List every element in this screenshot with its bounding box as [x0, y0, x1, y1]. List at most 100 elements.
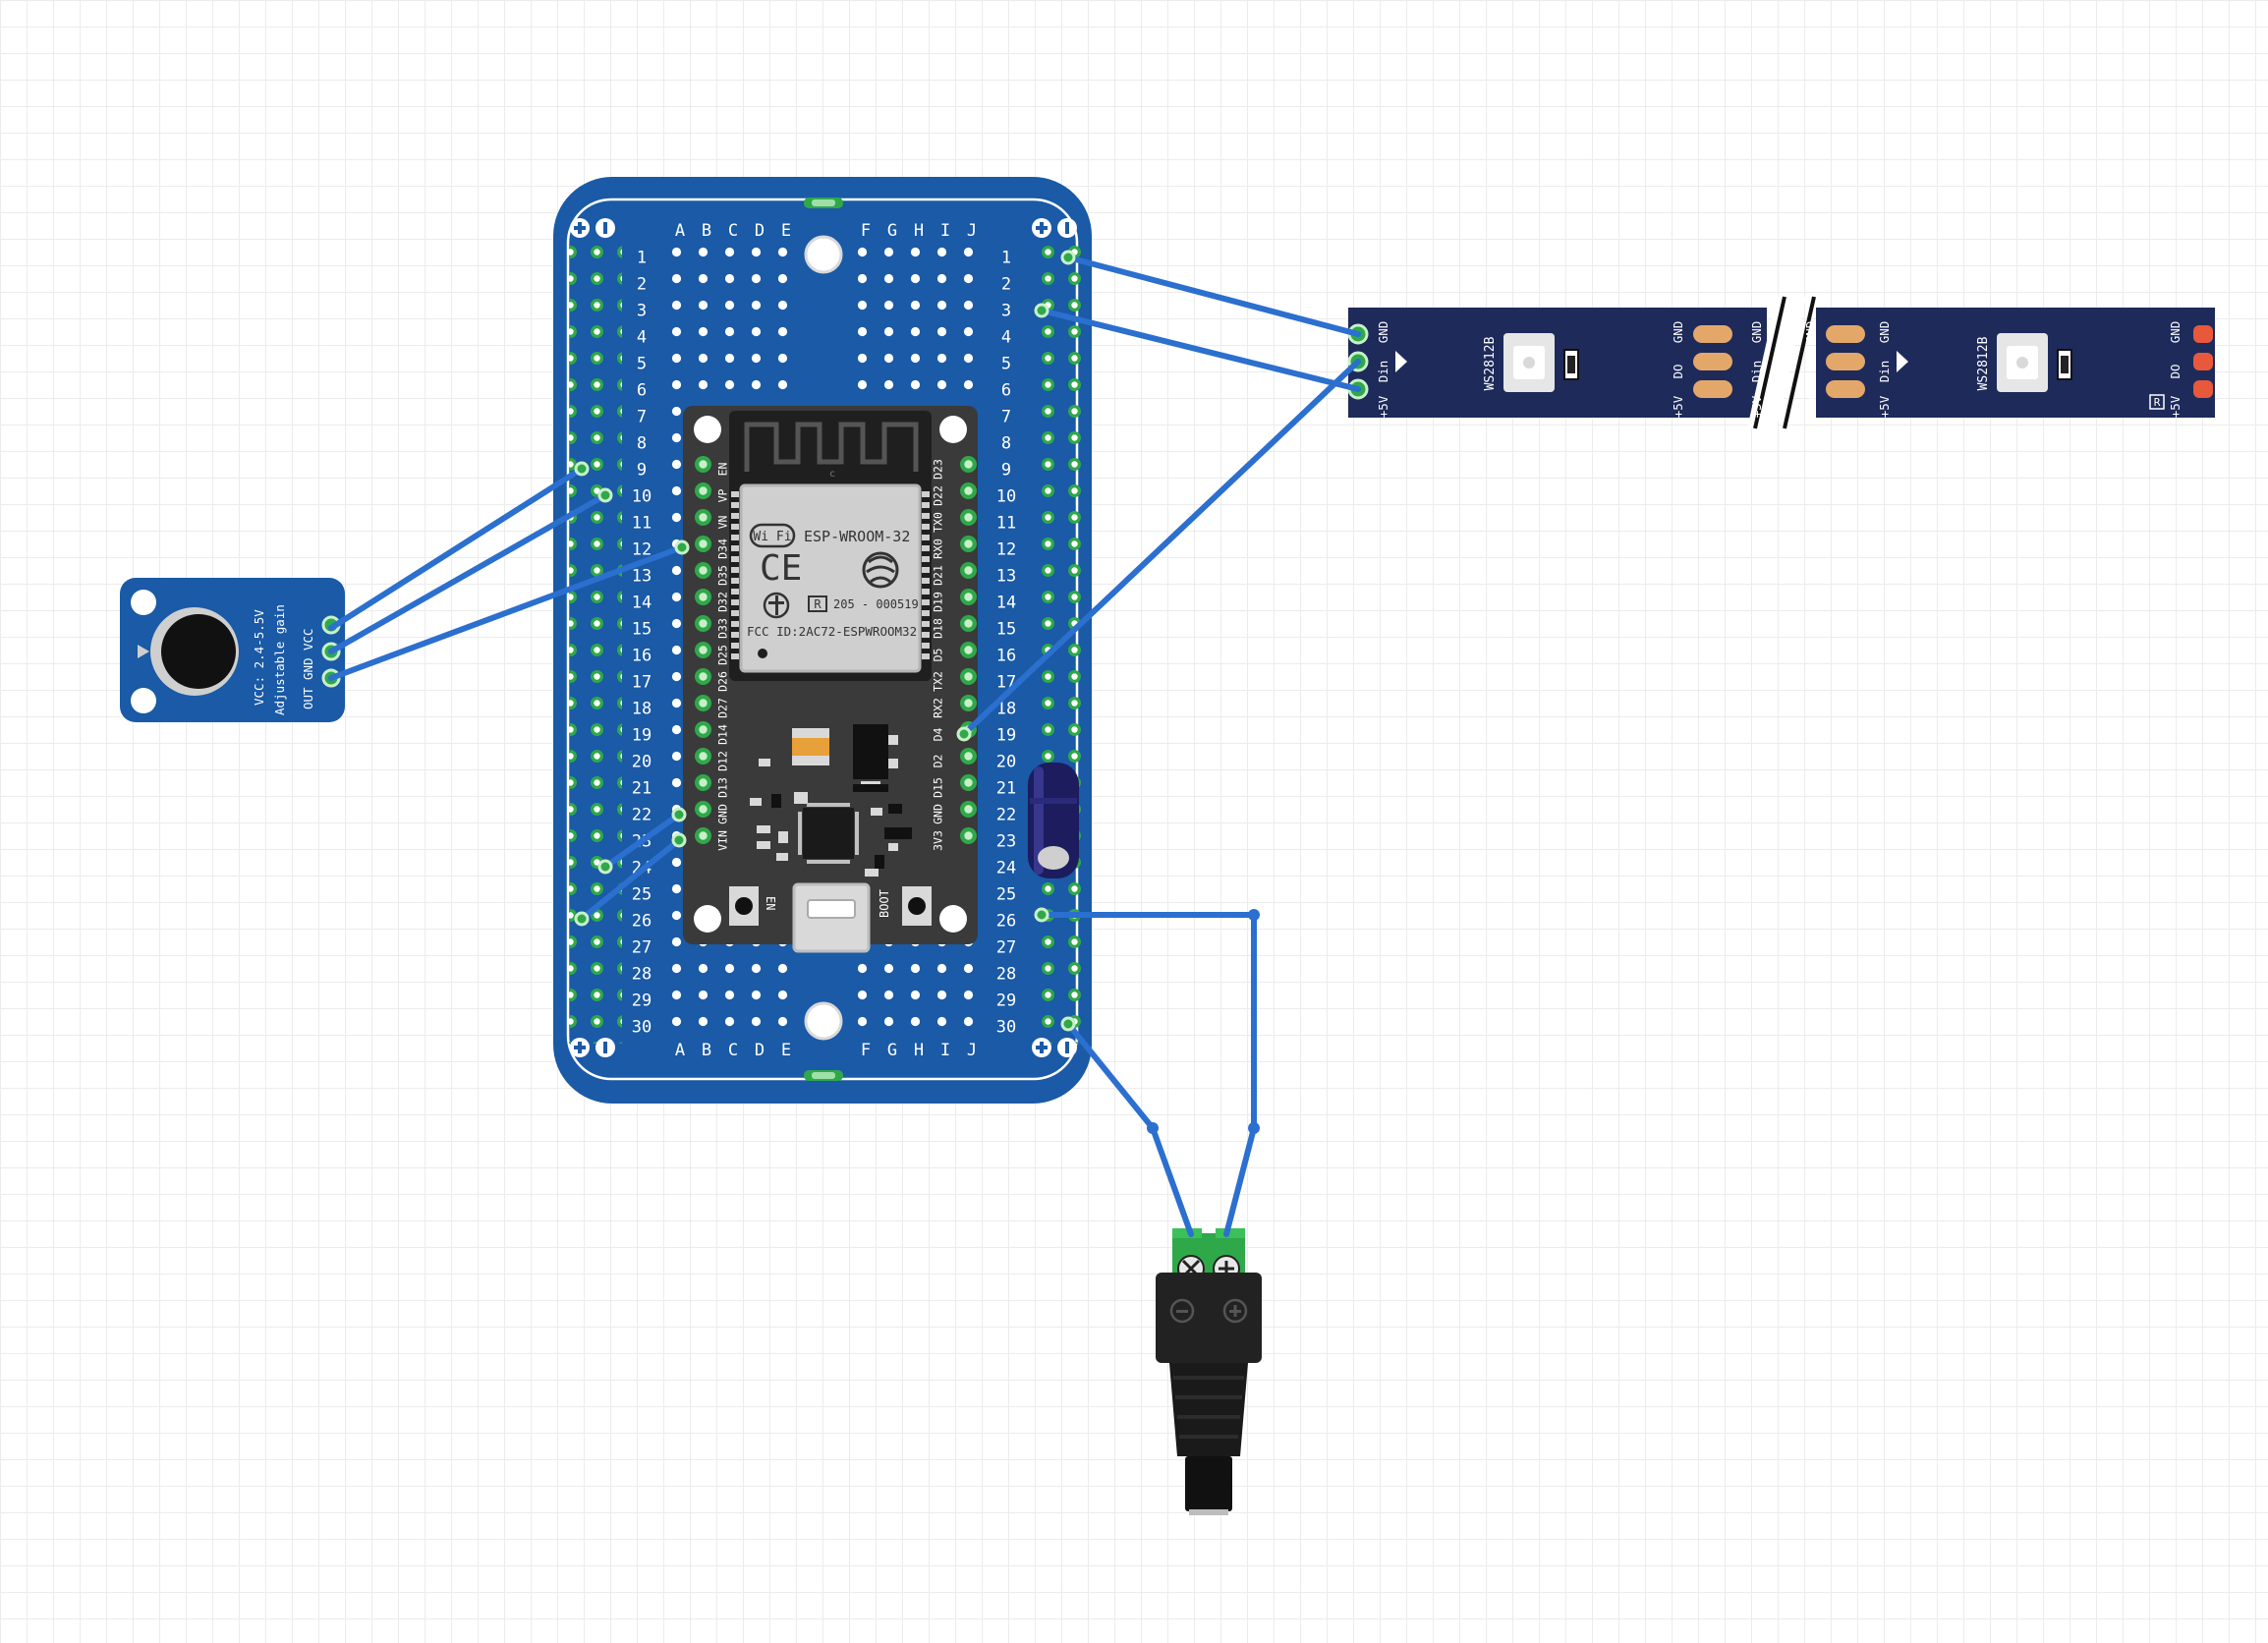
minus-terminal-icon [1169, 1298, 1195, 1324]
esp32-pin-label: D25 [716, 645, 730, 665]
strip-input-pin-label: Din [1749, 361, 1764, 383]
mic-gain-label: Adjustable gain [272, 604, 287, 715]
strip-input-pin-label: GND [1877, 321, 1892, 344]
row-number: 11 [632, 514, 652, 534]
column-label: C [728, 1041, 738, 1060]
row-number: 4 [1001, 328, 1011, 348]
row-number: 4 [637, 328, 647, 348]
edge-tab-top [804, 198, 843, 208]
esp32-pin-label: D4 [932, 728, 945, 742]
antenna-trace [744, 422, 919, 472]
wire-mic-vcc [328, 466, 585, 631]
telec-mark-icon [763, 592, 790, 619]
row-number: 10 [632, 487, 652, 507]
esp32-pin-label: D2 [932, 755, 945, 768]
en-button-label: EN [764, 896, 777, 910]
jack-body [1156, 1273, 1262, 1363]
row-number: 23 [996, 832, 1016, 852]
strip-output-pin-label: GND [2168, 321, 2183, 344]
strip-input-pin-label: GND [1376, 321, 1390, 344]
module-pad [922, 545, 930, 551]
strip-output-pin-label: DO [2168, 364, 2183, 378]
row-number: 28 [996, 965, 1016, 985]
esp32-mount-hole [694, 905, 721, 933]
strip-r-mark: R [2154, 396, 2161, 409]
esp32-pin-label: D21 [932, 565, 945, 586]
module-pad [922, 653, 930, 659]
esp32-pin-label: GND [932, 804, 945, 824]
module-pad [731, 491, 739, 497]
strip-cut-pad [1693, 353, 1732, 370]
row-number: 29 [996, 991, 1016, 1011]
column-label: J [967, 1041, 977, 1060]
module-pad [922, 535, 930, 540]
column-label: I [940, 1041, 950, 1060]
column-label: E [781, 1041, 791, 1060]
strip-cut-pad [1826, 380, 1865, 398]
row-number: 8 [637, 434, 647, 454]
module-pad [731, 589, 739, 595]
esp32-pin-label: D19 [932, 592, 945, 612]
module-pad [731, 643, 739, 649]
plus-terminal-icon [1222, 1298, 1248, 1324]
strip-cut-pad [1826, 325, 1865, 343]
row-number: 20 [996, 753, 1016, 772]
mic-pin-label: VCC [301, 628, 315, 651]
esp32-header-right [950, 456, 977, 854]
row-number: 24 [996, 859, 1016, 878]
row-number: 14 [632, 594, 652, 613]
column-label: I [940, 221, 950, 241]
strip-cut-pad [1693, 325, 1732, 343]
module-pad [922, 502, 930, 508]
en-button[interactable] [729, 886, 759, 926]
wire-data-to-strip [961, 359, 1361, 737]
wire-esp-vin-to-rail [579, 837, 682, 922]
esp32-pin-label: D23 [932, 459, 945, 480]
wire-mic-out [328, 544, 685, 681]
row-number: 28 [632, 965, 652, 985]
dc-barrel-jack [1156, 1228, 1262, 1515]
row-number: 25 [996, 885, 1016, 905]
module-pad [922, 632, 930, 638]
strip-input-pin-label: +5V [1877, 395, 1892, 418]
mount-hole-top [804, 235, 843, 274]
cert-r-box [808, 595, 827, 612]
row-number: 19 [996, 726, 1016, 746]
module-pad [731, 599, 739, 605]
esp32-pin-label: TX2 [932, 671, 945, 692]
column-label: B [702, 1041, 711, 1060]
esp32-pin-label: D14 [716, 724, 730, 745]
module-pad [731, 621, 739, 627]
module-pad [922, 610, 930, 616]
row-number: 18 [996, 700, 1016, 719]
row-number: 3 [1001, 302, 1011, 321]
strip-input-pin-label: +5V [1749, 395, 1764, 418]
row-number: 13 [996, 567, 1016, 587]
esp32-pin-label: VIN [716, 830, 730, 851]
esp32-pin-label: D27 [716, 698, 730, 718]
rail-symbols-top-left [570, 218, 615, 238]
ce-mark: CE [760, 548, 802, 589]
module-pad [922, 599, 930, 605]
row-number: 15 [996, 620, 1016, 640]
rail-symbols-top-right [1032, 218, 1077, 238]
row-number: 15 [632, 620, 652, 640]
row-number: 1 [1001, 249, 1011, 268]
row-number: 26 [632, 912, 652, 932]
esp32-mount-hole [694, 416, 721, 443]
column-label: F [861, 1041, 871, 1060]
row-number: 30 [632, 1018, 652, 1038]
wifi-label: Wi Fi [753, 530, 791, 544]
esp32-pin-label: D12 [716, 751, 730, 771]
esp32-header-left [685, 456, 711, 854]
strip-output-pin-label: GND [1803, 321, 1818, 344]
module-pad [922, 643, 930, 649]
row-number: 26 [996, 912, 1016, 932]
boot-button[interactable] [902, 886, 932, 926]
row-number: 5 [637, 355, 647, 374]
esp32-mount-hole [939, 905, 967, 933]
row-number: 29 [632, 991, 652, 1011]
column-label: C [728, 221, 738, 241]
wire-5v-to-strip [1039, 308, 1361, 392]
